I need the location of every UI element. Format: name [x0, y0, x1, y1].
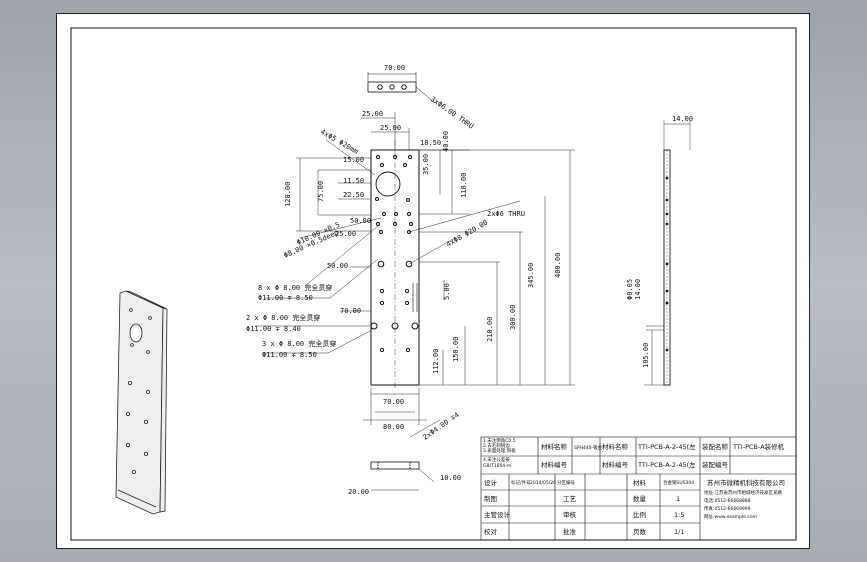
dim-top-width: 70.00	[384, 64, 405, 72]
row1-c1: 设计	[484, 478, 498, 487]
callout-1b: Φ11.00 ∓ 8.50	[258, 294, 313, 302]
part-code-label: 材料编号	[602, 460, 629, 469]
dim-side-phi: Φ0.05	[626, 279, 634, 300]
row1-c2: 标记/件号	[511, 479, 531, 486]
dim-22-5: 22.50	[343, 191, 364, 199]
page-label: 页数	[633, 527, 647, 536]
inner-border	[70, 27, 797, 541]
note-right: 4xΦ8 Φ20.00	[445, 219, 489, 249]
dim-75: 75.00	[317, 181, 325, 202]
tech-req-1: 1.未注倒角C0.5	[483, 437, 516, 444]
row4-c1: 校对	[484, 527, 498, 536]
dim-150: 150.00	[452, 337, 460, 362]
part-name-label: 材料名称	[602, 442, 629, 451]
note-bore: 4xΦ5 Φ20mm	[319, 128, 360, 156]
dim-40: 40.00	[442, 131, 450, 152]
assembly-label: 装配名称	[702, 442, 729, 451]
assembly-no-label: 装配编号	[702, 460, 729, 469]
row3-c1: 主管设计	[484, 510, 511, 519]
product-name: TTI-PCB-A装修机	[732, 442, 785, 451]
dim-50a: 50.00	[350, 217, 371, 225]
dim-11-5: 11.50	[343, 177, 364, 185]
material-row-value: 合金钢SUS304	[663, 479, 694, 486]
company-fax: 传真:0512-66669999	[704, 505, 751, 512]
tech-req-5: GB/T1804-m	[483, 463, 511, 469]
note-bottom: 2xΦ4.00 ∓4	[422, 411, 461, 442]
dim-20: 25.00	[380, 124, 401, 132]
dimension-texts: 70.00 3xΦ6.00 THRU 25.00 25.00 18.50 40.…	[246, 64, 693, 496]
row1-c3: 2014/05/26	[530, 480, 556, 486]
drawing-no-label: 材料编号	[541, 460, 568, 469]
note-mid: 2xΦ6 THRU	[487, 210, 525, 218]
callout-3: 3 x Φ 8.00 完全贯穿	[262, 339, 336, 348]
row2-c4: 工艺	[563, 495, 577, 503]
dim-112: 112.00	[432, 349, 440, 374]
company-tel: 电话:0512-66668888	[704, 497, 751, 504]
row2-c1: 制图	[484, 494, 497, 503]
dim-25: 25.00	[362, 110, 383, 118]
isometric-view	[115, 290, 168, 515]
dim-300: 300.00	[509, 305, 517, 330]
dim-bottom-20: 20.00	[348, 488, 369, 496]
dim-5: 5.00	[443, 283, 451, 300]
callout-2b: Φ11.00 ∓ 8.40	[246, 325, 301, 333]
company-name: 苏州市微精机科技有限公司	[707, 478, 785, 487]
callout-1: 8 x Φ 8.00 完全贯穿	[258, 283, 332, 292]
drawing-sheet	[56, 13, 810, 549]
tech-req-3: 3.表面处理:阳极	[483, 447, 516, 454]
callout-3b: Φ11.00 ∓ 8.50	[262, 351, 317, 359]
row4-c4: 批准	[563, 527, 577, 536]
scale-value: 1:5	[674, 511, 684, 519]
qty-value: 1	[676, 495, 680, 503]
part-name: TTI-PCB-A-2-45(左	[637, 442, 696, 451]
callout-2: 2 x Φ 8.00 完全贯穿	[246, 313, 320, 322]
tech-req-2: 2.去毛刺锐边	[483, 442, 510, 449]
tech-req-4: 4.未注公差按	[483, 456, 510, 463]
dim-25b: 25.00	[335, 230, 356, 238]
dim-18-5: 18.50	[420, 139, 441, 147]
title-block-text: 1.未注倒角C0.5 2.去毛刺锐边 3.表面处理:阳极 4.未注公差按 GB/…	[483, 437, 785, 536]
dim-bottom-10: 10.00	[440, 474, 461, 482]
part-code: TTI-PCB-A-2-45(左	[637, 460, 696, 469]
front-view	[370, 140, 420, 390]
company-address: 地址:江苏省苏州市相城经济开发区某路	[704, 489, 783, 496]
row1-c4: 分区编号	[557, 479, 575, 486]
page-value: 1/1	[674, 528, 684, 536]
qty-label: 数量	[633, 494, 647, 503]
side-view	[644, 120, 691, 386]
dim-400: 400.00	[554, 253, 562, 278]
dim-210: 210.00	[486, 317, 494, 342]
material-label: 材料名称	[541, 442, 568, 451]
note-top-holes: 3xΦ6.00 THRU	[429, 95, 475, 131]
dimension-lines	[255, 112, 575, 425]
dim-35: 35.00	[422, 154, 430, 175]
row3-c4: 审核	[563, 510, 577, 519]
company-web: 网址:www.example.com	[704, 513, 757, 520]
dim-70-bottom: 70.00	[383, 398, 404, 406]
dim-120: 120.00	[284, 182, 292, 207]
dim-70: 70.00	[340, 307, 361, 315]
dim-110: 110.00	[460, 173, 468, 198]
scale-label: 比例	[633, 510, 646, 519]
title-block	[480, 436, 797, 541]
dim-80: 80.00	[383, 423, 404, 431]
material-row-label: 材料	[633, 478, 647, 487]
dim-15: 15.00	[343, 156, 364, 164]
dim-side-105: 105.00	[642, 343, 650, 368]
top-view	[367, 72, 436, 104]
dim-side-14b: 14.00	[634, 279, 642, 300]
material-value: SPH440-钣金	[574, 444, 603, 451]
dim-side-14: 14.00	[672, 115, 693, 123]
dim-50b: 50.00	[327, 262, 348, 270]
dim-345: 345.00	[527, 263, 535, 288]
bottom-view	[370, 419, 441, 491]
